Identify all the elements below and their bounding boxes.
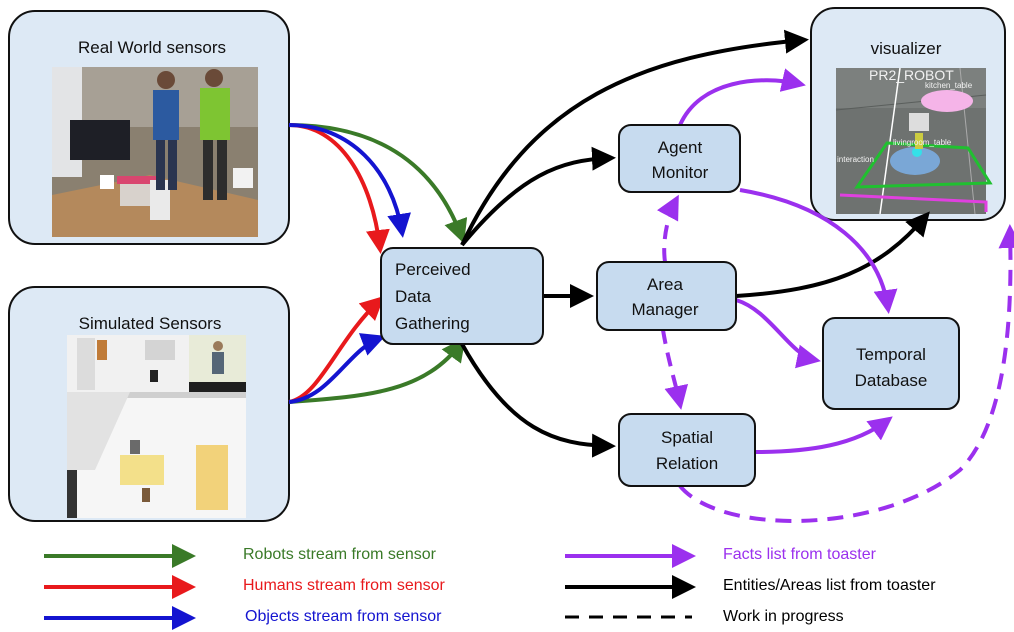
pdg-to-agent-monitor-arrow bbox=[460, 146, 616, 247]
fact-arrows bbox=[656, 68, 1014, 523]
spatial-relation-line-2: Relation bbox=[656, 454, 718, 473]
spatial-relation-to-visualizer-dashed-arrow bbox=[678, 224, 1014, 523]
area-manager-to-spatial-relation-dashed-arrow bbox=[661, 329, 689, 410]
legend-humans: Humans stream from sensor bbox=[44, 575, 446, 599]
agent-monitor-line-2: Monitor bbox=[652, 163, 709, 182]
temporal-database-node: Temporal Database bbox=[822, 317, 960, 410]
legend-entities: Entities/Areas list from toaster bbox=[565, 575, 936, 599]
visualizer-robot-label: PR2_ROBOT bbox=[869, 67, 954, 83]
real-world-sensors-panel: Real World sensors bbox=[8, 10, 290, 245]
sensor-stream-arrows bbox=[288, 123, 468, 404]
entity-arrows bbox=[460, 29, 930, 458]
legend-facts: Facts list from toaster bbox=[565, 544, 877, 568]
legend-facts-label: Facts list from toaster bbox=[723, 546, 877, 563]
real-world-sensors-title: Real World sensors bbox=[78, 38, 226, 57]
area-manager-line-2: Manager bbox=[631, 300, 698, 319]
agent-monitor-node: Agent Monitor bbox=[618, 124, 741, 193]
agent-monitor-to-visualizer-arrow bbox=[678, 68, 806, 126]
visualizer-title: visualizer bbox=[871, 39, 942, 58]
area-manager-to-agent-monitor-dashed-arrow bbox=[656, 194, 679, 263]
perceived-data-gathering-node: Perceived Data Gathering bbox=[380, 247, 544, 345]
spatial-relation-to-temporal-db-arrow bbox=[754, 416, 893, 454]
visualizer-livingroom-label: livingroom_table bbox=[893, 138, 952, 147]
area-manager-to-temporal-db-arrow bbox=[735, 298, 821, 369]
visualizer-kitchen-label: kitchen_table bbox=[925, 81, 973, 90]
simulated-sensors-panel: Simulated Sensors bbox=[8, 286, 290, 522]
area-manager-to-visualizer-arrow bbox=[735, 211, 930, 298]
legend-robots-label: Robots stream from sensor bbox=[243, 546, 437, 563]
human-stream-real-arrow bbox=[288, 123, 390, 254]
pdg-to-spatial-relation-arrow bbox=[460, 343, 616, 458]
visualizer-image: PR2_ROBOT kitchen_table livingroom_table… bbox=[835, 67, 993, 215]
legend-wip-label: Work in progress bbox=[723, 608, 844, 625]
perceived-line-2: Data bbox=[395, 287, 431, 306]
object-stream-real-arrow bbox=[288, 123, 411, 238]
object-stream-sim-arrow bbox=[288, 333, 386, 404]
perceived-line-1: Perceived bbox=[395, 260, 471, 279]
agent-monitor-line-1: Agent bbox=[658, 138, 703, 157]
simulated-sensors-title: Simulated Sensors bbox=[79, 314, 222, 333]
area-manager-line-1: Area bbox=[647, 275, 683, 294]
legend-wip: Work in progress bbox=[565, 608, 844, 625]
legend-objects: Objects stream from sensor bbox=[44, 606, 442, 630]
spatial-relation-node: Spatial Relation bbox=[618, 413, 756, 487]
area-manager-node: Area Manager bbox=[596, 261, 737, 331]
perceived-line-3: Gathering bbox=[395, 314, 470, 333]
temporal-database-line-1: Temporal bbox=[856, 345, 926, 364]
pdg-to-visualizer-arrow bbox=[460, 29, 809, 246]
legend-humans-label: Humans stream from sensor bbox=[243, 577, 446, 594]
legend-objects-label: Objects stream from sensor bbox=[245, 608, 442, 625]
temporal-database-line-2: Database bbox=[855, 371, 928, 390]
spatial-relation-line-1: Spatial bbox=[661, 428, 713, 447]
real-world-photo bbox=[52, 67, 258, 237]
legend: Robots stream from sensor Humans stream … bbox=[44, 544, 936, 630]
visualizer-panel: visualizer PR2_ROBOT kitchen_table livin… bbox=[810, 7, 1006, 221]
simulated-sensors-image bbox=[67, 335, 246, 518]
human-stream-sim-arrow bbox=[288, 295, 385, 404]
visualizer-interaction-label: interaction bbox=[837, 155, 874, 164]
agent-monitor-to-temporal-db-arrow bbox=[739, 188, 898, 314]
legend-robots: Robots stream from sensor bbox=[44, 544, 437, 568]
robot-stream-sim-arrow bbox=[288, 337, 466, 404]
legend-entities-label: Entities/Areas list from toaster bbox=[723, 577, 936, 594]
